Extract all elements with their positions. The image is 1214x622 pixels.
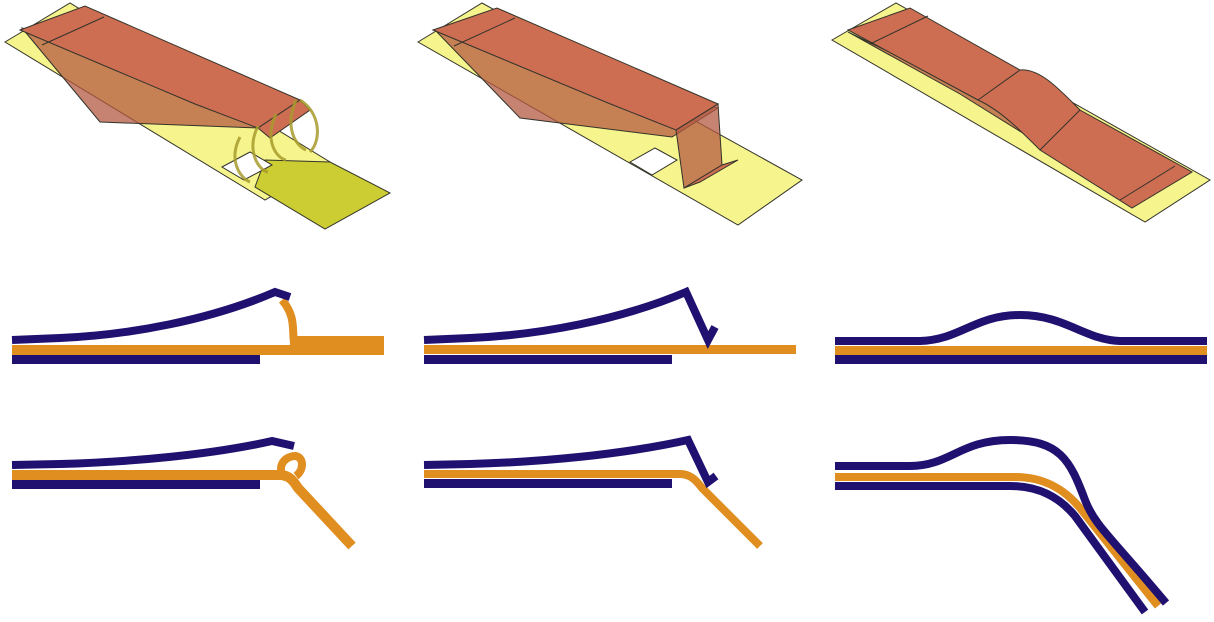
- panel-section-flat-folded: [423, 286, 796, 364]
- panel-3d-folded-flap: [417, 2, 803, 226]
- panel-section-bent-bumped: [835, 435, 1170, 615]
- bottom-navy-layer: [12, 480, 260, 489]
- top-navy-layer: [11, 436, 295, 469]
- orange-hinge-loop: [278, 297, 298, 343]
- bottom-navy-layer: [424, 479, 672, 488]
- top-navy-layer: [423, 435, 719, 489]
- substrate-end-pad: [254, 159, 392, 230]
- flap-crease-bump-b: [1039, 109, 1081, 151]
- orange-layer: [835, 473, 1162, 609]
- top-navy-layer: [835, 310, 1207, 345]
- orange-layer: [12, 345, 384, 355]
- panel-section-bent-hinged: [11, 436, 356, 550]
- orange-pad: [290, 336, 384, 355]
- top-navy-layer: [11, 287, 292, 344]
- bottom-navy-layer: [424, 355, 672, 364]
- flap-crease: [41, 16, 105, 46]
- panel-section-flat-hinged: [11, 287, 384, 364]
- flap-crease-end: [1119, 165, 1176, 201]
- top-navy-layer: [423, 286, 719, 349]
- flap-crease-bump-a: [977, 69, 1021, 101]
- copper-flap: [846, 7, 1194, 209]
- substrate-window: [628, 147, 679, 176]
- hinge-loops: [233, 98, 319, 184]
- top-navy-layer: [835, 435, 1170, 606]
- flap-crease-start: [869, 15, 929, 45]
- substrate-window: [220, 151, 274, 181]
- flap-crease: [453, 17, 516, 47]
- panel-3d-bumped-flap: [831, 2, 1211, 223]
- orange-hinge-loop: [277, 451, 306, 482]
- orange-layer: [424, 470, 763, 549]
- bottom-navy-layer: [835, 355, 1207, 364]
- panel-section-flat-bumped: [835, 310, 1207, 364]
- orange-layer: [835, 346, 1207, 355]
- orange-layer: [424, 345, 796, 354]
- bottom-navy-layer: [835, 482, 1149, 615]
- panel-3d-hinged-flap: [4, 2, 392, 230]
- bottom-navy-layer: [12, 355, 260, 364]
- folded-tab-foot: [683, 159, 739, 189]
- panel-section-bent-folded: [423, 435, 763, 549]
